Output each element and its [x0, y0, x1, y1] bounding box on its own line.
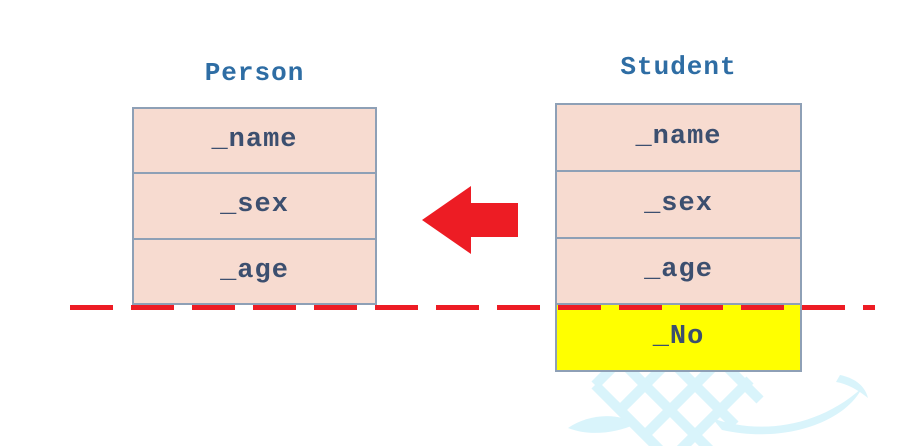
person-field-age: _age	[134, 237, 375, 303]
student-field-name: _name	[557, 105, 800, 170]
student-class-box: _name _sex _age _No	[555, 103, 802, 372]
cut-dashed-line	[70, 305, 875, 310]
student-field-age: _age	[557, 236, 800, 304]
person-class-box: _name _sex _age	[132, 107, 377, 305]
person-class-title: Person	[204, 58, 305, 88]
left-arrow-icon	[422, 186, 518, 254]
person-field-name: _name	[134, 109, 375, 173]
student-field-no-highlighted: _No	[557, 303, 800, 370]
student-field-sex: _sex	[557, 169, 800, 237]
student-class-title: Student	[620, 52, 737, 82]
person-field-sex: _sex	[134, 172, 375, 238]
